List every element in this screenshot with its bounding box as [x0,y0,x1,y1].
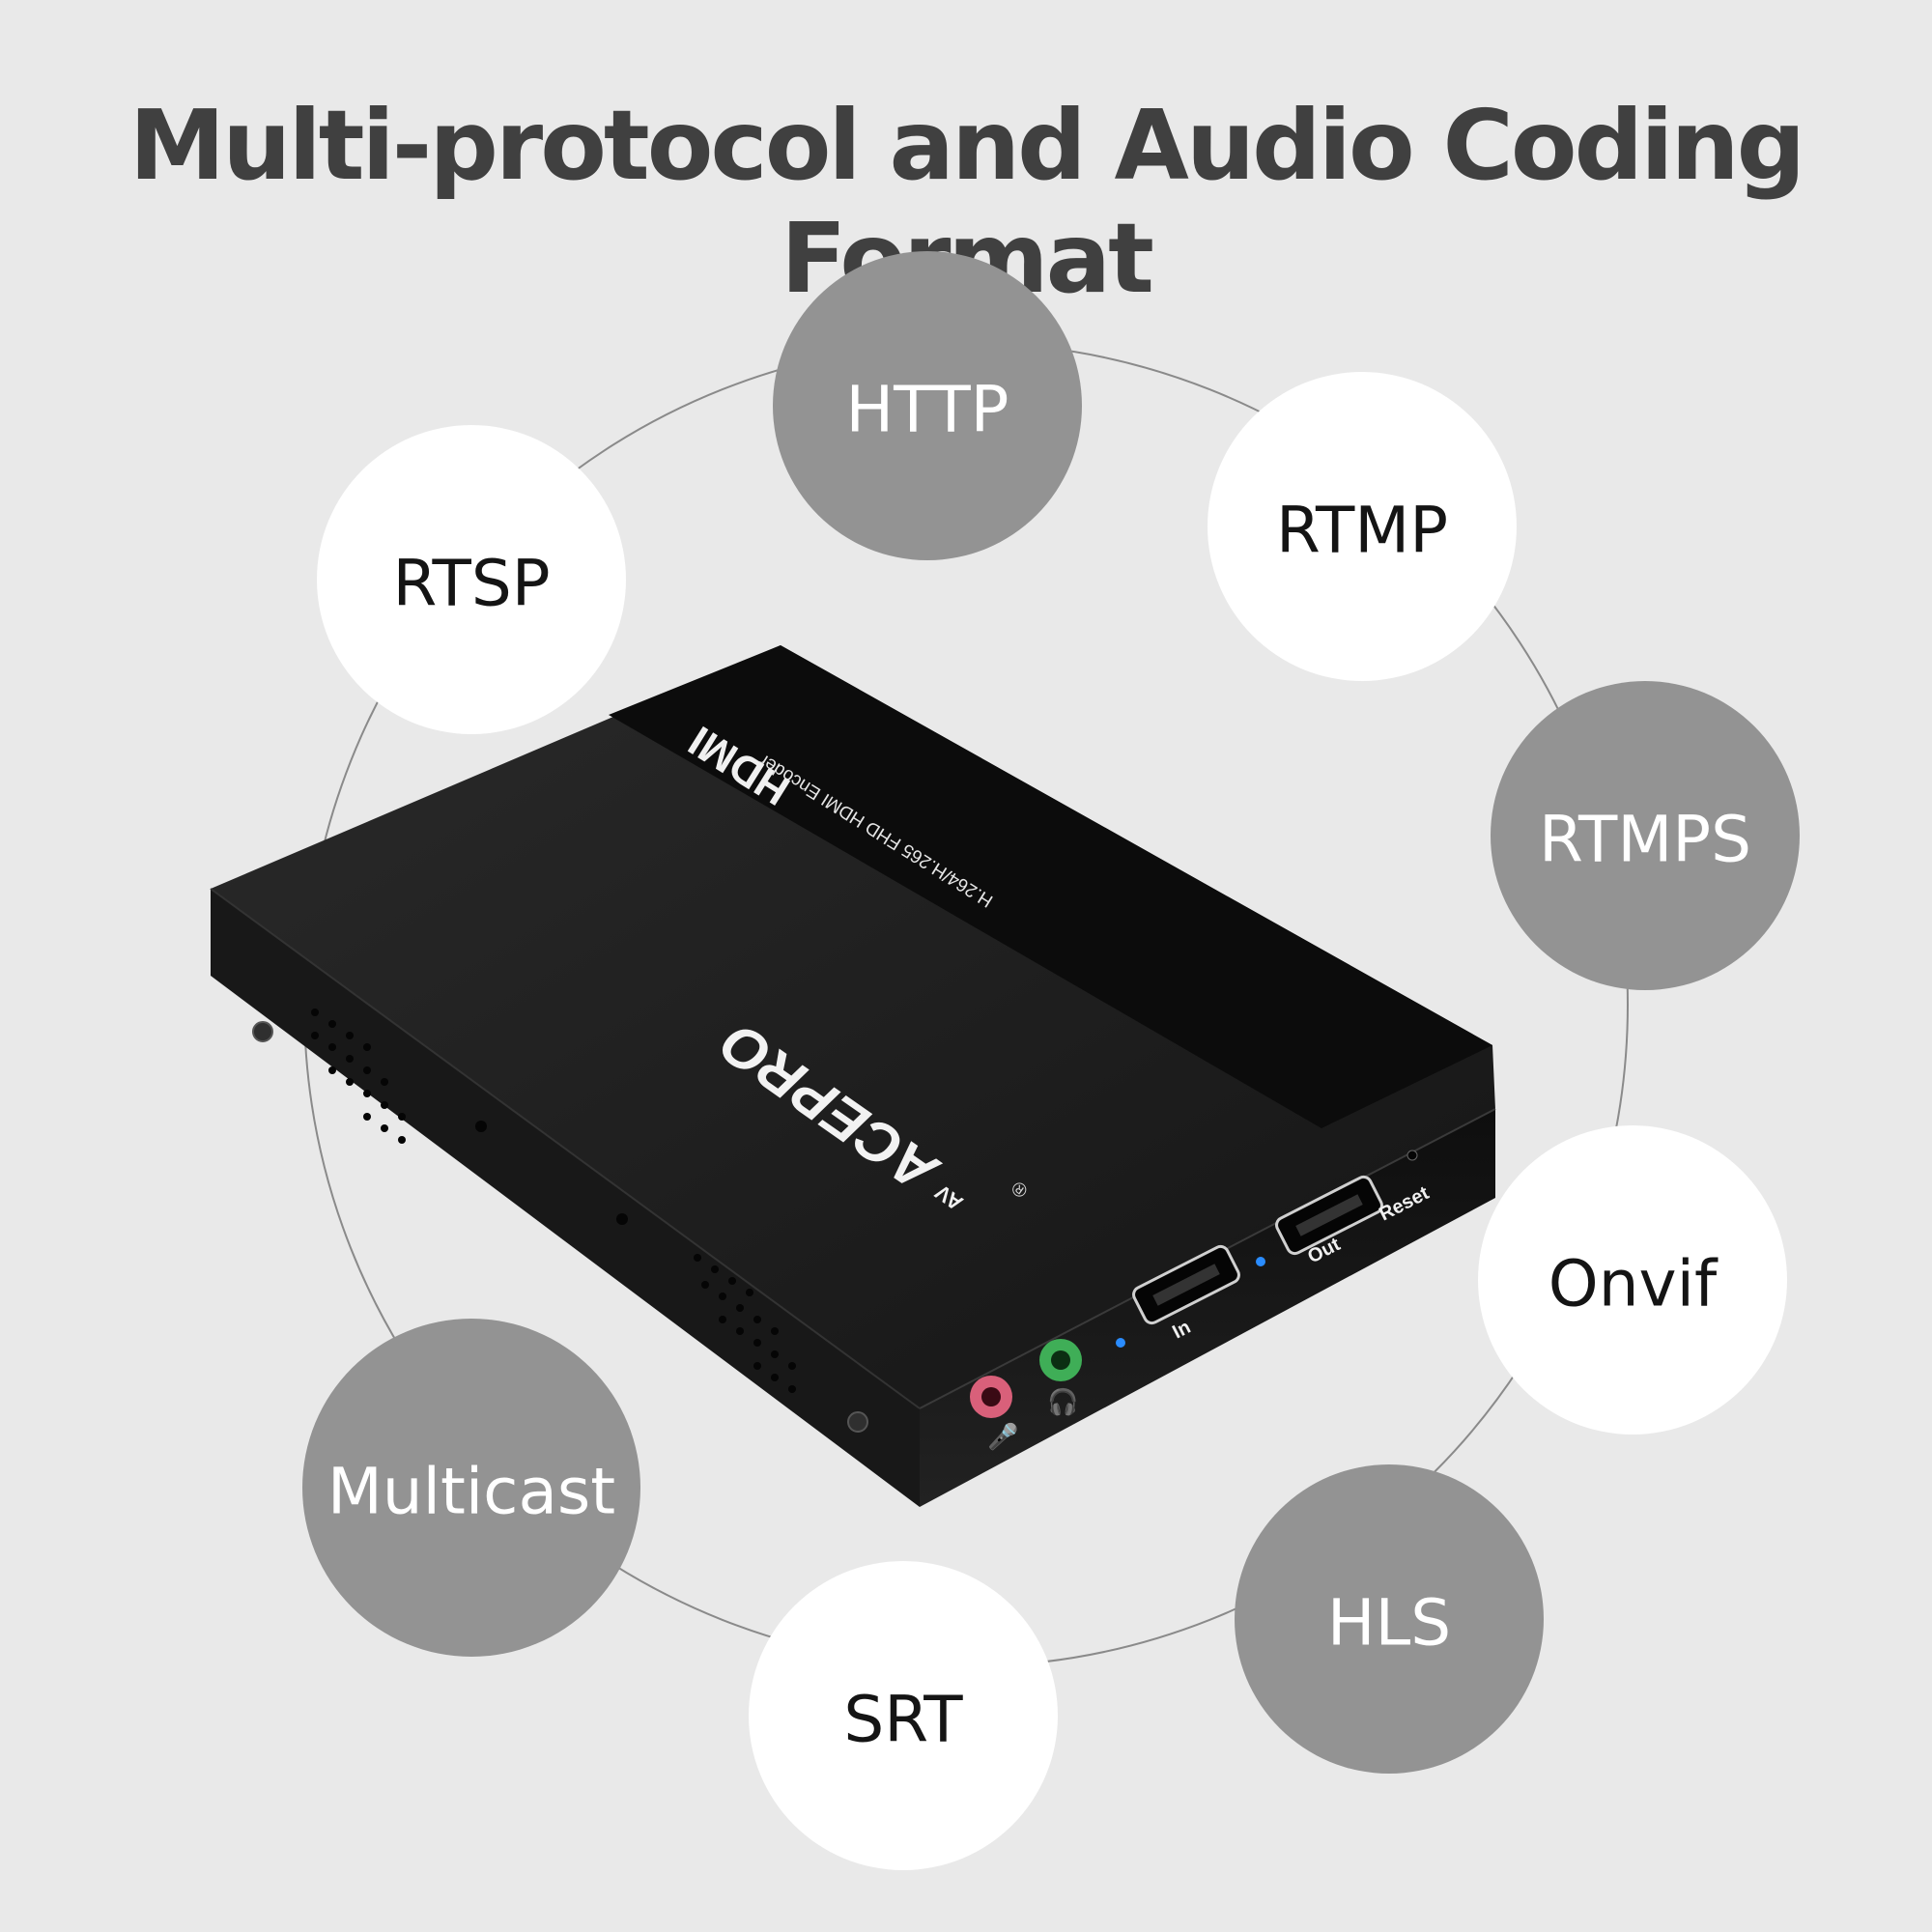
hdmi-out-port [1275,1175,1383,1256]
protocol-label-multicast: Multicast [327,1455,615,1529]
protocol-label-rtmp: RTMP [1276,494,1448,568]
protocol-label-rtmps: RTMPS [1539,803,1751,877]
device-top-face [211,645,1495,1408]
mic-jack [970,1376,1012,1418]
protocol-bubble-rtmps: RTMPS [1491,681,1800,990]
device-left-side [211,889,920,1507]
vent-grille-icon [311,1009,406,1144]
reset-button [1406,1150,1418,1161]
device-label-panel [609,645,1492,1128]
protocol-bubble-http: HTTP [773,251,1082,560]
status-led [1256,1257,1265,1266]
screw-hole-icon [616,1213,628,1225]
headphone-icon: 🎧 [1047,1387,1078,1417]
protocol-bubble-rtsp: RTSP [317,425,626,734]
status-led [1116,1338,1125,1348]
protocol-bubble-onvif: Onvif [1478,1125,1787,1435]
hdmi-in-port [1132,1244,1240,1325]
screw-hole-icon [475,1121,487,1132]
protocol-label-rtsp: RTSP [392,547,550,621]
protocol-bubble-hls: HLS [1235,1464,1544,1774]
protocol-label-srt: SRT [843,1683,963,1757]
protocol-label-http: HTTP [846,373,1009,447]
protocol-label-hls: HLS [1327,1586,1451,1661]
protocol-bubble-srt: SRT [749,1561,1058,1870]
vent-grille-icon [694,1254,796,1393]
protocol-label-onvif: Onvif [1548,1247,1719,1321]
microphone-icon: 🎤 [987,1421,1018,1452]
protocol-bubble-rtmp: RTMP [1208,372,1517,681]
headphone-jack [1039,1339,1082,1381]
screw-icon [252,1021,273,1042]
encoder-device: ACEPRO AV ® HDMI H.264/H.265 FHD HDMI En… [210,645,1496,1507]
protocol-bubble-multicast: Multicast [302,1319,640,1657]
screw-icon [847,1411,868,1433]
